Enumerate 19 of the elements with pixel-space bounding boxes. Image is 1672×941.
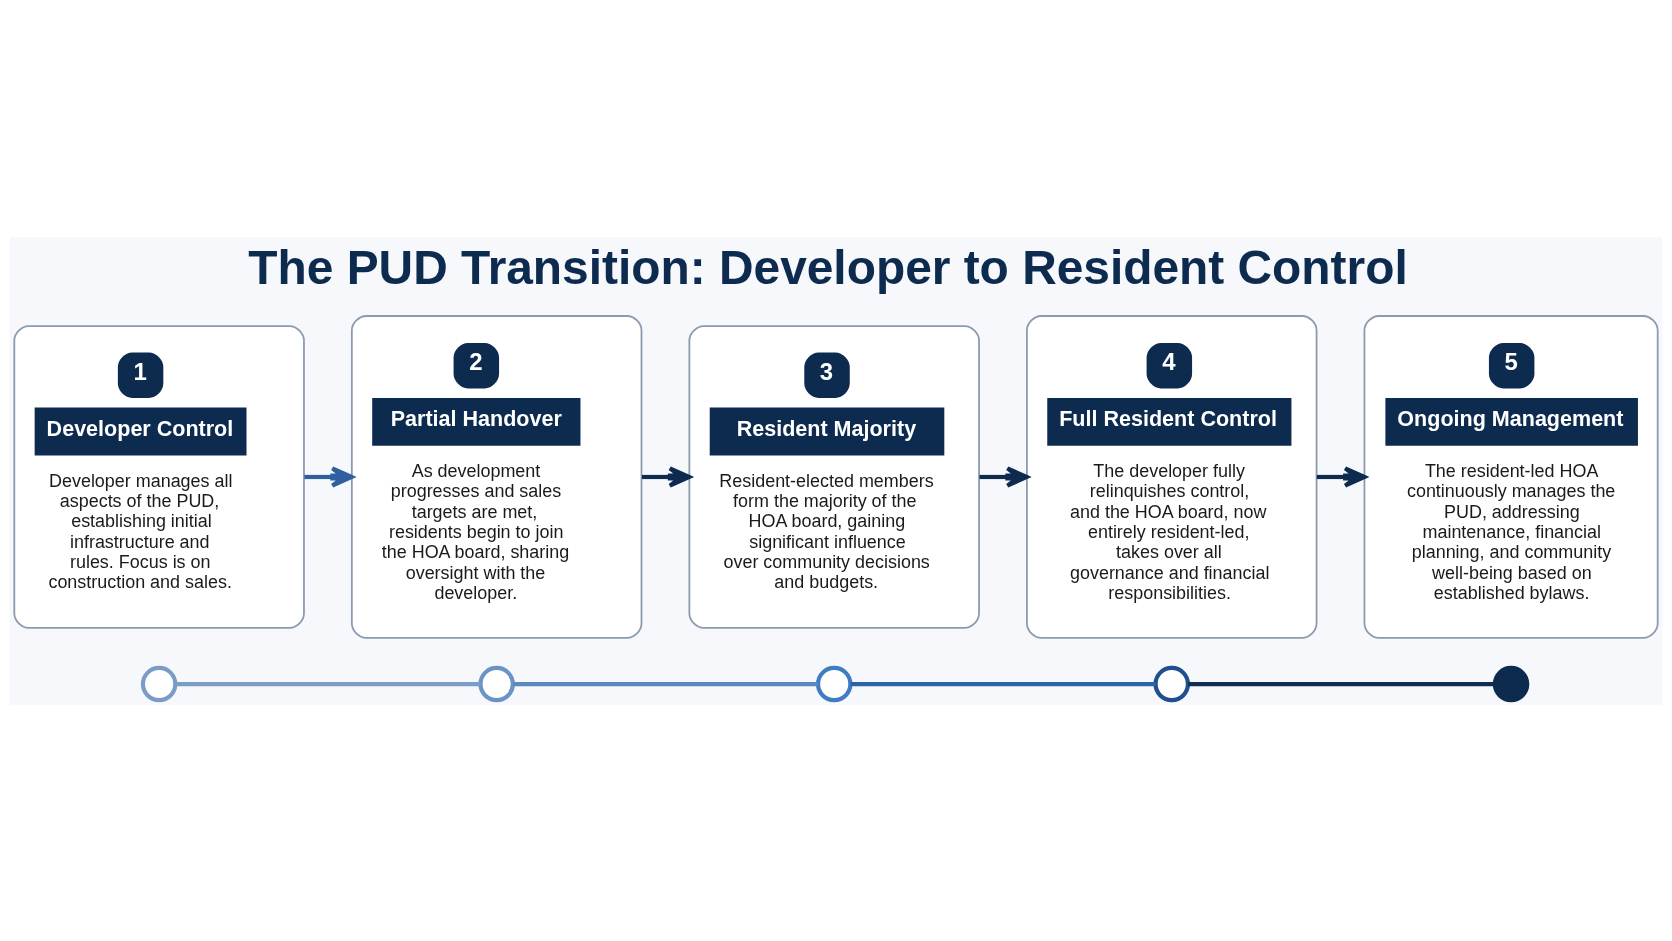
node-box: 1 Developer Control Developer manages all aspects of the PUD, establishing initial infrastructure and rules. Focus is on construction and sales. (13, 324, 305, 629)
node-box: 5 Ongoing Management The resident-led HOA continuously manages the PUD, addressing maintenance, financial planning, and community well-being based on established bylaws. (1363, 314, 1659, 639)
arrow (304, 465, 354, 488)
connector (850, 681, 1156, 686)
node-box: 3 Resident Majority Resident-elected members form the majority of the HOA board, gaining significant influence over community decisions and budgets. (688, 324, 980, 629)
node-circle (478, 665, 515, 702)
node-circle (815, 665, 853, 702)
node-box: 4 Full Resident Control The developer fully relinquishes control, and the HOA board, now entirely resident-led, takes over all governance and financial responsibilities. (1026, 314, 1318, 639)
arrow (641, 465, 692, 488)
connector (1188, 681, 1495, 686)
diagram-title: The PUD Transition: Developer to Resident Control (248, 240, 1408, 294)
node-circle (1492, 665, 1530, 702)
node-circle (1153, 665, 1190, 702)
node-circle (140, 665, 178, 702)
node-box: 2 Partial Handover As development progresses and sales targets are met, residents begin to join the HOA board, sharing oversight with the developer. (350, 314, 643, 639)
arrow (1316, 465, 1367, 488)
arrow (979, 465, 1029, 488)
connector (513, 681, 819, 686)
connector (175, 681, 481, 686)
